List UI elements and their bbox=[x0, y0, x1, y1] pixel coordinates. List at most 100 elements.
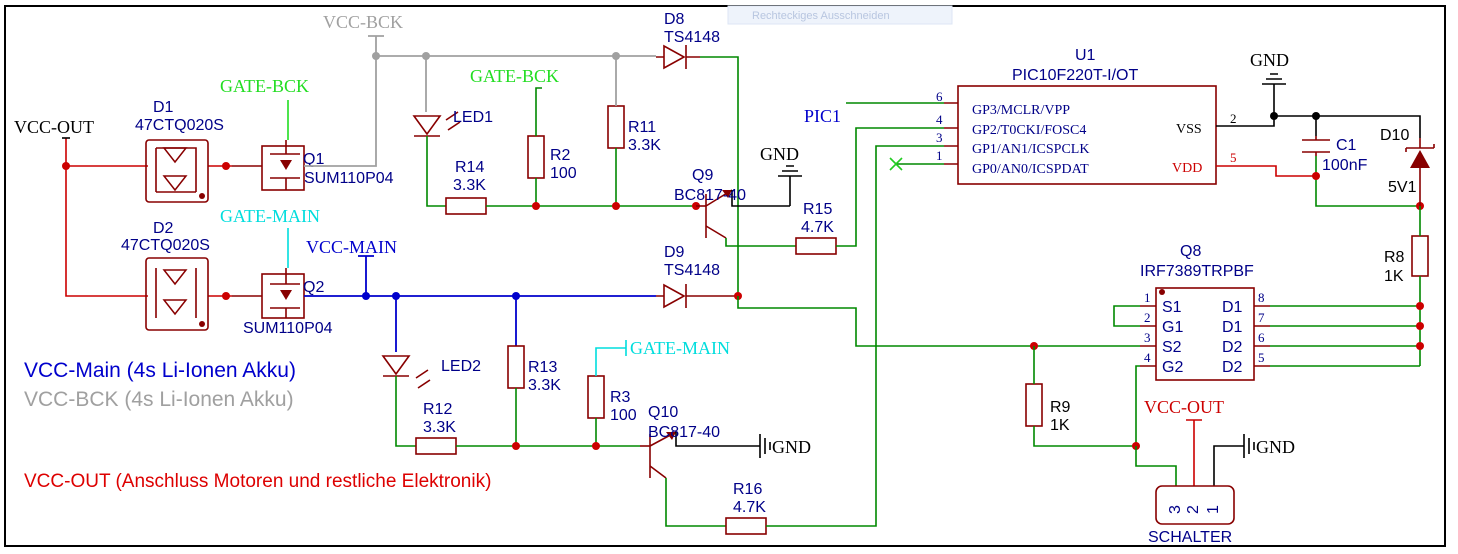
d8-ref: D8 bbox=[664, 11, 685, 28]
q10-collector-wire bbox=[665, 478, 726, 527]
r16-resistor bbox=[725, 517, 767, 535]
r9-ref: R9 bbox=[1050, 399, 1071, 416]
legend-vcc-main: VCC-Main (4s Li-Ionen Akku) bbox=[24, 359, 296, 382]
q10-value: BC817-40 bbox=[648, 424, 720, 441]
r11-resistor bbox=[607, 105, 625, 149]
q8-pin-8-name: D1 bbox=[1222, 299, 1243, 316]
u1-pin-4-num: 4 bbox=[936, 112, 943, 127]
r13-ref: R13 bbox=[528, 359, 557, 376]
q8-pin-8-num: 8 bbox=[1258, 290, 1265, 305]
d9-diode bbox=[656, 283, 738, 309]
r3-ref: R3 bbox=[610, 389, 631, 406]
vcc-bck-wires bbox=[304, 35, 656, 167]
schalter-pin-1: 1 bbox=[1205, 505, 1222, 514]
r2-top-wire bbox=[535, 87, 542, 136]
q8-pin-7-num: 7 bbox=[1258, 310, 1265, 325]
r8-value: 1K bbox=[1384, 268, 1404, 285]
q9-gnd-symbol bbox=[778, 165, 802, 206]
r15-value: 4.7K bbox=[801, 219, 834, 236]
d8-diode bbox=[656, 44, 700, 70]
u1-pin-6-num: 6 bbox=[936, 89, 943, 104]
c1-capacitor bbox=[1302, 136, 1330, 156]
q8-value: IRF7389TRPBF bbox=[1140, 263, 1254, 280]
q8-pin-6-name: D2 bbox=[1222, 339, 1243, 356]
q1-mosfet bbox=[232, 140, 305, 191]
r14-ref: R14 bbox=[455, 159, 484, 176]
gnd-switch-label: GND bbox=[1256, 437, 1295, 457]
r2-value: 100 bbox=[550, 165, 577, 182]
legend-vcc-out: VCC-OUT (Anschluss Motoren und restliche… bbox=[24, 471, 491, 492]
schalter-ref: SCHALTER bbox=[1148, 529, 1232, 546]
q8-body bbox=[1155, 287, 1255, 381]
gate-main-label-1: GATE-MAIN bbox=[220, 206, 320, 226]
bck-base-wires bbox=[486, 148, 700, 210]
q9-ref: Q9 bbox=[692, 167, 713, 184]
d2-diode bbox=[145, 257, 209, 331]
pic1-net-label: PIC1 bbox=[804, 106, 841, 126]
r13-value: 3.3K bbox=[528, 377, 561, 394]
r14-resistor bbox=[445, 197, 487, 215]
q10-gnd-symbol bbox=[759, 434, 771, 458]
led2-wire bbox=[395, 376, 416, 447]
q8-pin-4-num: 4 bbox=[1144, 350, 1151, 365]
c1-ref: C1 bbox=[1336, 137, 1357, 154]
r12-resistor bbox=[415, 437, 457, 455]
schalter-pin-3: 3 bbox=[1167, 505, 1184, 514]
led1-ref: LED1 bbox=[453, 109, 493, 126]
r8-ref: R8 bbox=[1384, 249, 1405, 266]
u1-pin-1-num: 1 bbox=[936, 148, 943, 163]
u1-pin-5-num: 5 bbox=[1230, 150, 1237, 165]
q1-ref: Q1 bbox=[303, 151, 324, 168]
q9-transistor bbox=[696, 189, 733, 239]
gate-bck-label-1: GATE-BCK bbox=[220, 76, 309, 96]
led1-wire bbox=[426, 136, 446, 207]
tooltip-text: Rechteckiges Ausschneiden bbox=[752, 10, 890, 22]
d10-ref: D10 bbox=[1380, 127, 1409, 144]
q1-value: SUM110P04 bbox=[304, 170, 394, 187]
tooltip-box bbox=[727, 5, 953, 25]
q10-transistor bbox=[640, 431, 677, 479]
r3-value: 100 bbox=[610, 407, 637, 424]
u1-pin-5-name: VDD bbox=[1172, 161, 1202, 176]
r3-resistor bbox=[587, 375, 605, 419]
q2-mosfet bbox=[232, 268, 305, 319]
d1-ref: D1 bbox=[153, 99, 174, 116]
r9-value: 1K bbox=[1050, 417, 1070, 434]
q8-pin-5-num: 5 bbox=[1258, 350, 1265, 365]
nc-mark bbox=[889, 157, 903, 171]
q8-pin-3-name: S2 bbox=[1162, 339, 1182, 356]
led2 bbox=[381, 355, 431, 389]
q9-collector-wire bbox=[725, 238, 796, 247]
schalter-pin-2: 2 bbox=[1185, 505, 1202, 514]
vcc-out-switch-label: VCC-OUT bbox=[1144, 397, 1224, 417]
d2-value: 47CTQ020S bbox=[121, 237, 210, 254]
r11-value: 3.3K bbox=[628, 137, 661, 154]
d10-zener bbox=[1405, 138, 1435, 206]
d1-diode bbox=[145, 139, 209, 203]
gate-main-label-2: GATE-MAIN bbox=[630, 338, 730, 358]
q8-pin-6-num: 6 bbox=[1258, 330, 1265, 345]
schalter-body bbox=[1155, 485, 1235, 525]
vcc-out-wires bbox=[62, 138, 232, 300]
q9-value: BC817-40 bbox=[674, 187, 746, 204]
r13-resistor bbox=[507, 345, 525, 389]
u1-body bbox=[957, 85, 1217, 185]
u1-pin-6-name: GP3/MCLR/VPP bbox=[972, 103, 1070, 118]
q9-gnd-wire bbox=[731, 190, 790, 207]
d8-out-wire bbox=[700, 56, 739, 296]
d8-value: TS4148 bbox=[664, 29, 720, 46]
vcc-main-wires bbox=[304, 255, 656, 352]
d2-ref: D2 bbox=[153, 220, 174, 237]
u1-pin-4-name: GP2/T0CKI/FOSC4 bbox=[972, 123, 1086, 138]
q2-value: SUM110P04 bbox=[243, 320, 333, 337]
u1-ref: U1 bbox=[1075, 47, 1096, 64]
gnd-q9-label: GND bbox=[760, 144, 799, 164]
q8-pin-3-num: 3 bbox=[1144, 330, 1151, 345]
q8-pins bbox=[1140, 305, 1270, 367]
gate-main-wire-2 bbox=[595, 340, 627, 376]
u1-pin-3-name: GP1/AN1/ICSPCLK bbox=[972, 142, 1089, 157]
r16-to-u1-wire bbox=[766, 145, 944, 527]
vout-switched-wire bbox=[737, 296, 1140, 347]
r9-resistor bbox=[1025, 383, 1043, 427]
q8-pin-2-num: 2 bbox=[1144, 310, 1151, 325]
